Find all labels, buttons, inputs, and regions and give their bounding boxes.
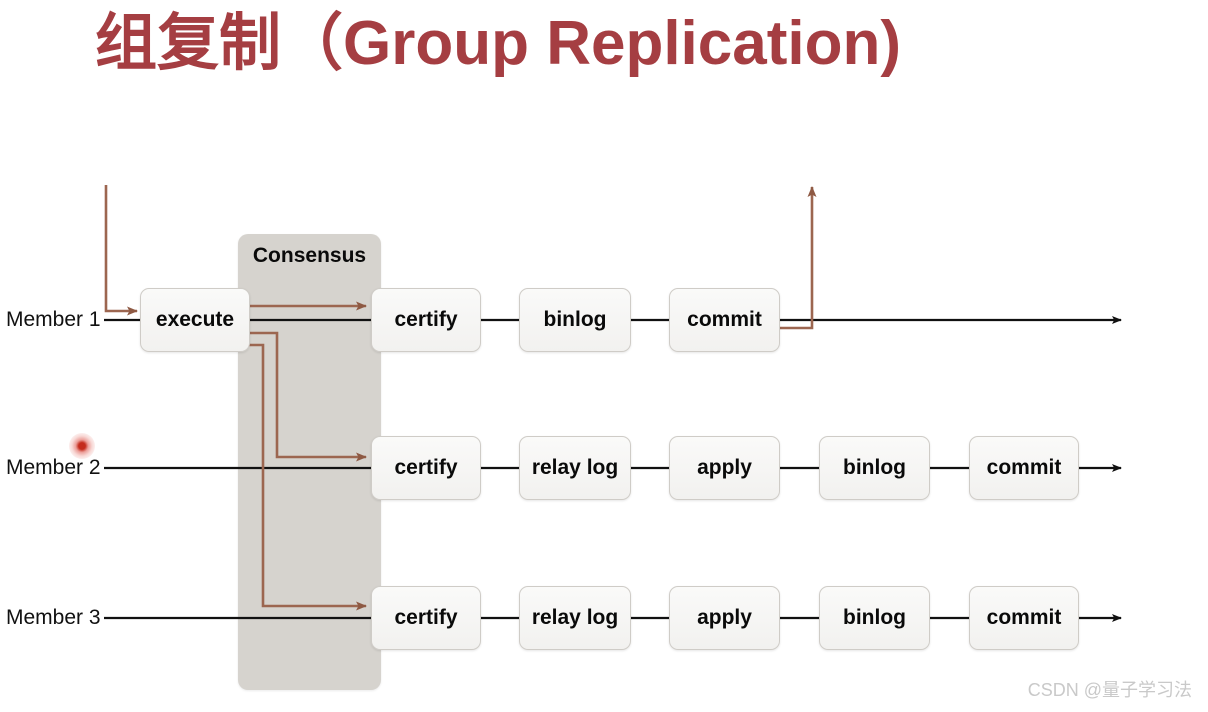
watermark-label: CSDN @量子学习法: [1027, 680, 1192, 700]
box-member2-certify[interactable]: certify: [371, 436, 481, 500]
box-member3-apply[interactable]: apply: [669, 586, 780, 650]
box-member2-binlog[interactable]: binlog: [819, 436, 930, 500]
box-member1-execute[interactable]: execute: [140, 288, 250, 352]
box-member3-certify[interactable]: certify: [371, 586, 481, 650]
member-label-1: Member 1: [6, 308, 101, 331]
click-indicator-icon: [69, 433, 95, 459]
page-title: 组复制（Group Replication): [95, 9, 902, 78]
box-member1-certify[interactable]: certify: [371, 288, 481, 352]
box-member2-apply[interactable]: apply: [669, 436, 780, 500]
box-member2-commit[interactable]: commit: [969, 436, 1079, 500]
box-member1-binlog[interactable]: binlog: [519, 288, 631, 352]
box-member3-binlog[interactable]: binlog: [819, 586, 930, 650]
box-member3-relay-log[interactable]: relay log: [519, 586, 631, 650]
member-label-2: Member 2: [6, 456, 101, 479]
member-label-3: Member 3: [6, 606, 101, 629]
consensus-label: Consensus: [252, 244, 367, 267]
box-member2-relay-log[interactable]: relay log: [519, 436, 631, 500]
box-member3-commit[interactable]: commit: [969, 586, 1079, 650]
box-member1-commit[interactable]: commit: [669, 288, 780, 352]
